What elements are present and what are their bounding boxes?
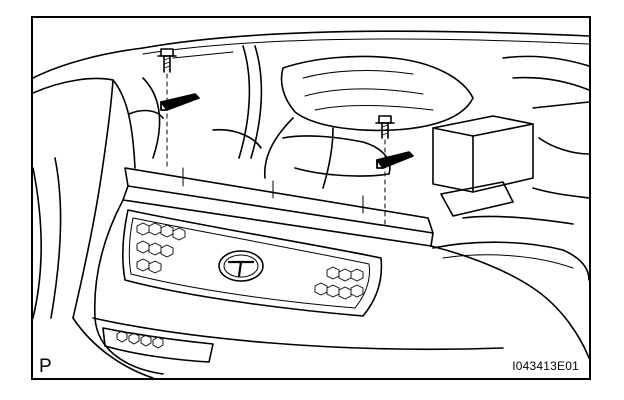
right-side-components <box>462 55 589 225</box>
left-hoses <box>128 45 263 159</box>
right-headlamp <box>432 241 589 281</box>
engine-assembly <box>263 55 474 189</box>
engine-bay-illustration <box>33 30 589 378</box>
corner-code-label: P <box>39 356 52 377</box>
bolt-icon <box>375 115 395 229</box>
bracket-icon <box>376 151 414 169</box>
hood-opening-edge <box>142 30 589 55</box>
bolt-icon <box>157 48 177 169</box>
upper-grille <box>122 209 383 317</box>
lower-grille <box>102 327 214 363</box>
figure-id-label: I043413E01 <box>512 359 579 373</box>
bracket-icon <box>160 93 200 111</box>
left-fender-outline <box>33 47 144 319</box>
battery-box <box>432 115 534 217</box>
front-fascia <box>72 199 589 378</box>
emblem-icon <box>218 250 264 282</box>
radiator-support <box>122 167 434 247</box>
illustration-frame: P I043413E01 <box>31 16 591 380</box>
